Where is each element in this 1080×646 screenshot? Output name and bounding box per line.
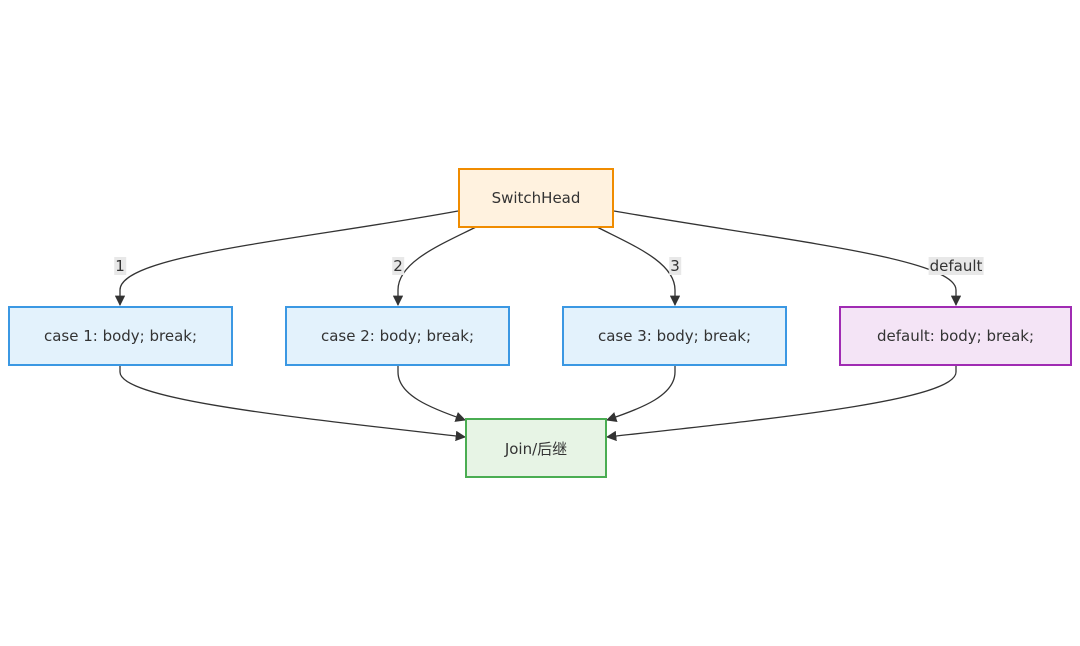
edge-label-3: 3 — [669, 257, 681, 275]
join-label: Join/后继 — [504, 439, 568, 458]
edge-head-to-case2 — [392, 226, 477, 307]
edge-case1-to-join — [119, 366, 467, 442]
edge-default-to-join — [605, 366, 957, 442]
edge-head-to-default — [613, 210, 962, 307]
default-node: default: body; break; — [839, 306, 1072, 366]
case3-node: case 3: body; break; — [562, 306, 787, 366]
join-node: Join/后继 — [465, 418, 607, 478]
case1-node: case 1: body; break; — [8, 306, 233, 366]
case3-label: case 3: body; break; — [597, 327, 752, 345]
edge-head-to-case3 — [596, 226, 681, 307]
case2-label: case 2: body; break; — [320, 327, 475, 345]
edge-label-1: 1 — [114, 257, 126, 275]
default-label: default: body; break; — [876, 327, 1035, 345]
switch-head-node: SwitchHead — [458, 168, 614, 228]
edge-label-2: 2 — [392, 257, 404, 275]
edge-label-default: default — [928, 257, 984, 275]
edge-case2-to-join — [397, 366, 466, 422]
case1-label: case 1: body; break; — [43, 327, 198, 345]
switch-head-label: SwitchHead — [491, 189, 581, 207]
case2-node: case 2: body; break; — [285, 306, 510, 366]
edge-case3-to-join — [606, 366, 676, 422]
edge-head-to-case1 — [114, 210, 459, 307]
